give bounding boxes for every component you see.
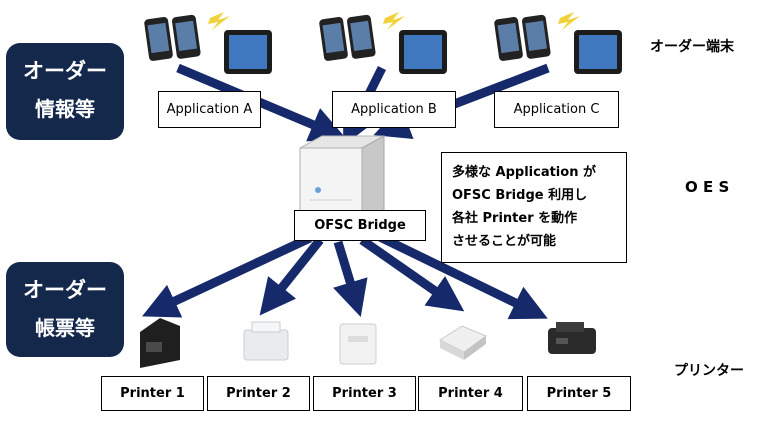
printer-3-icon [339,323,377,365]
application-b-box: Application B [332,91,456,128]
tablet-icon [574,30,622,74]
printer-5-label: Printer 5 [527,376,631,411]
phone-icon [494,17,523,61]
printer-2-label: Printer 2 [207,376,310,411]
device-group-a [144,12,272,74]
arrow-to-printer-2 [259,237,324,316]
layer-label-terminals: オーダー端末 [650,39,734,55]
tablet-icon [399,30,447,74]
badge-line1: オーダー [23,278,107,302]
badge-line2: 情報等 [35,97,95,121]
printer-1-label: Printer 1 [101,376,204,411]
badge-line2: 帳票等 [35,316,95,340]
printer-1-icon [140,318,180,368]
layer-label-printers: プリンター [674,363,744,379]
note-line: OFSC Bridge 利用し [452,188,588,203]
note-line: させることが可能 [452,234,557,249]
application-c-box: Application C [494,91,619,128]
printer-5-icon [548,322,596,354]
note-line: 多様な Application が [452,165,596,180]
phone-icon [346,14,376,59]
badge-line1: オーダー [23,59,107,83]
ofsc-bridge-label: OFSC Bridge [294,210,426,241]
badge-order-forms: オーダー 帳票等 [6,262,124,357]
printer-3-label: Printer 3 [313,376,416,411]
layer-label-oes: O E S [685,178,730,196]
arrow-to-printer-1 [142,233,312,318]
arrow-to-printer-4 [359,236,465,312]
phone-icon [171,14,201,59]
lightning-icon [208,12,230,30]
printer-4-label: Printer 4 [418,376,523,411]
note-box: 多様な Application が OFSC Bridge 利用し 各社 Pri… [441,152,627,263]
tablet-icon [224,30,272,74]
lightning-icon [558,12,580,30]
application-a-box: Application A [158,91,261,128]
note-line: 各社 Printer を動作 [452,211,578,226]
device-group-b [319,12,447,74]
phone-icon [521,14,551,59]
device-group-c [494,12,622,74]
lightning-icon [383,12,405,30]
arrow-to-printer-3 [333,240,368,317]
arrow-to-printer-5 [376,231,548,320]
phone-icon [144,17,173,61]
badge-order-info: オーダー 情報等 [6,43,124,140]
phone-icon [319,17,348,61]
printer-4-icon [438,325,488,360]
printer-2-icon [243,321,289,361]
